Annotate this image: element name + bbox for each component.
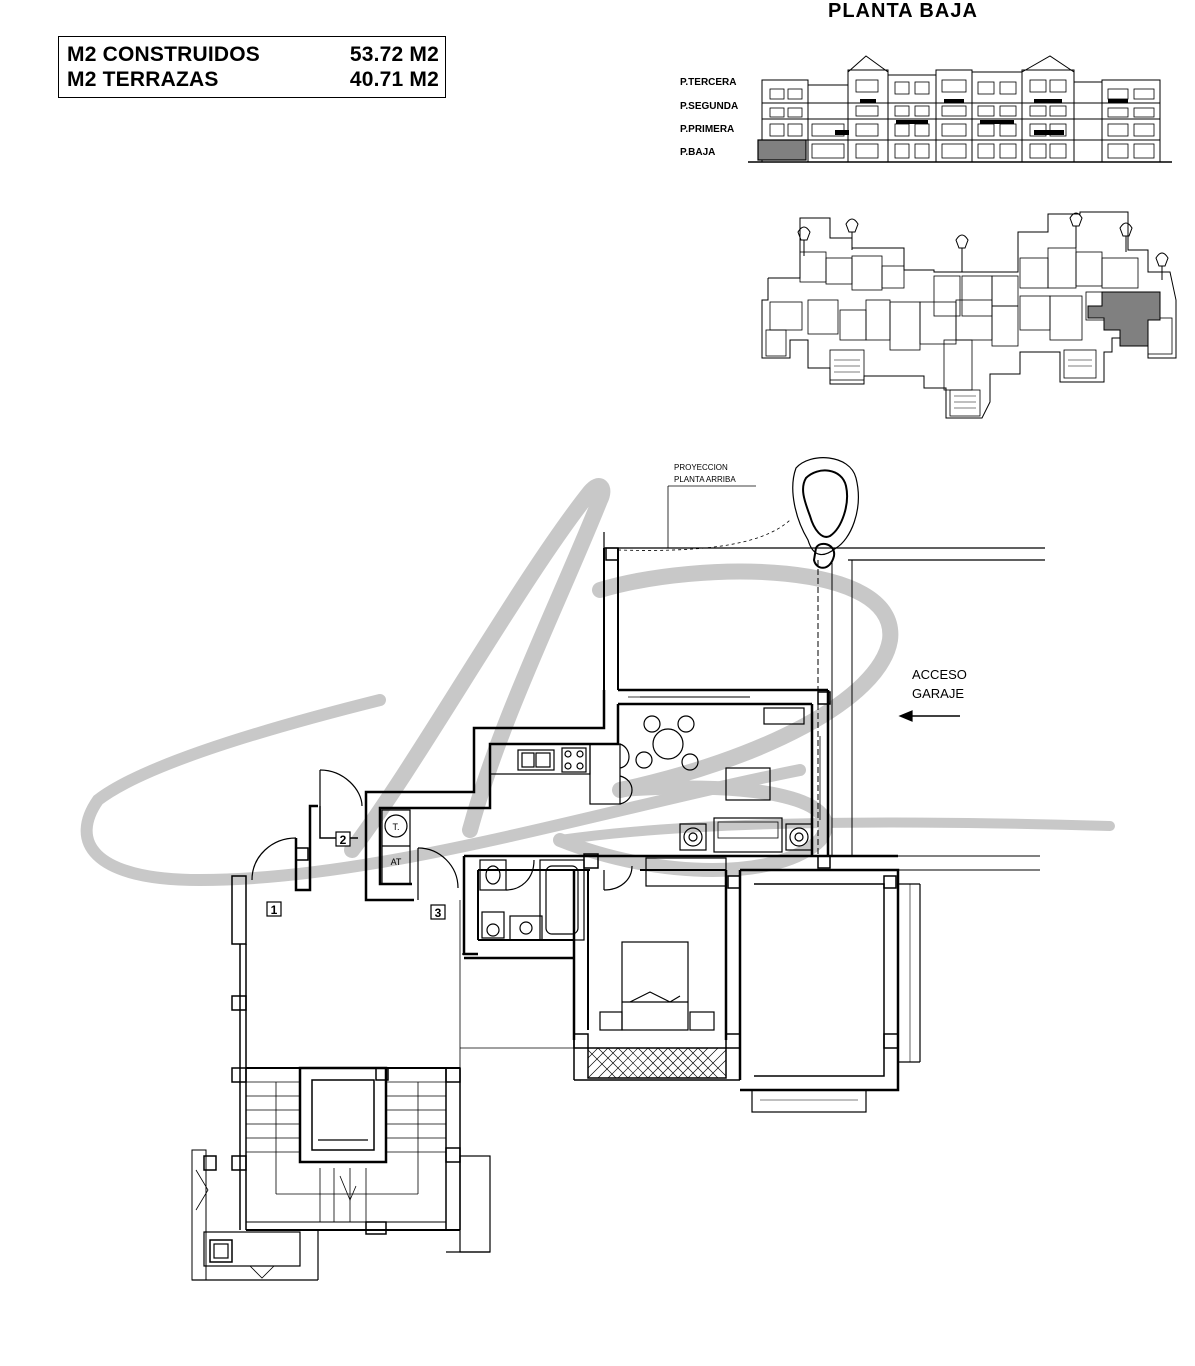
- label-t: T.: [392, 822, 399, 832]
- room-marker-1: 1: [271, 903, 278, 917]
- access-label-line1: ACCESO: [912, 667, 967, 682]
- floor-label-segunda: P.SEGUNDA: [680, 101, 739, 112]
- area-summary-box: M2 CONSTRUIDOS 53.72 M2 M2 TERRAZAS 40.7…: [58, 36, 446, 98]
- watermark-logo: [80, 478, 1115, 887]
- floor-title: PLANTA BAJA: [828, 0, 978, 22]
- terrace-area-value: 40.71 M2: [349, 68, 439, 91]
- highlighted-unit-plan: [1087, 291, 1161, 347]
- floor-label-primera: P.PRIMERA: [680, 124, 735, 135]
- floor-label-tercera: P.TERCERA: [680, 77, 737, 88]
- room-markers: 1 2 3 T. AT: [266, 822, 446, 920]
- hatched-planter: [587, 1047, 727, 1079]
- projection-label-line1: PROYECCION: [674, 463, 728, 472]
- built-area-label: M2 CONSTRUIDOS: [67, 43, 260, 66]
- projection-label-line2: PLANTA ARRIBA: [674, 475, 736, 484]
- site-key-plan: [761, 211, 1177, 419]
- label-at: AT: [391, 857, 402, 867]
- floor-label-baja: P.BAJA: [680, 147, 716, 158]
- plan-annotations: PROYECCION PLANTA ARRIBA ACCESO GARAJE: [674, 463, 967, 701]
- room-marker-3: 3: [435, 906, 442, 920]
- terrace-area-label: M2 TERRAZAS: [67, 68, 219, 91]
- facade-elevation: [748, 55, 1172, 163]
- room-marker-2: 2: [340, 833, 347, 847]
- built-area-row: M2 CONSTRUIDOS 53.72 M2: [67, 43, 439, 69]
- main-floor-plan: [191, 457, 1045, 1281]
- highlighted-unit-elevation: [757, 139, 807, 161]
- terrace-area-row: M2 TERRAZAS 40.71 M2: [67, 68, 439, 94]
- built-area-value: 53.72 M2: [349, 43, 439, 66]
- access-label-line2: GARAJE: [912, 686, 964, 701]
